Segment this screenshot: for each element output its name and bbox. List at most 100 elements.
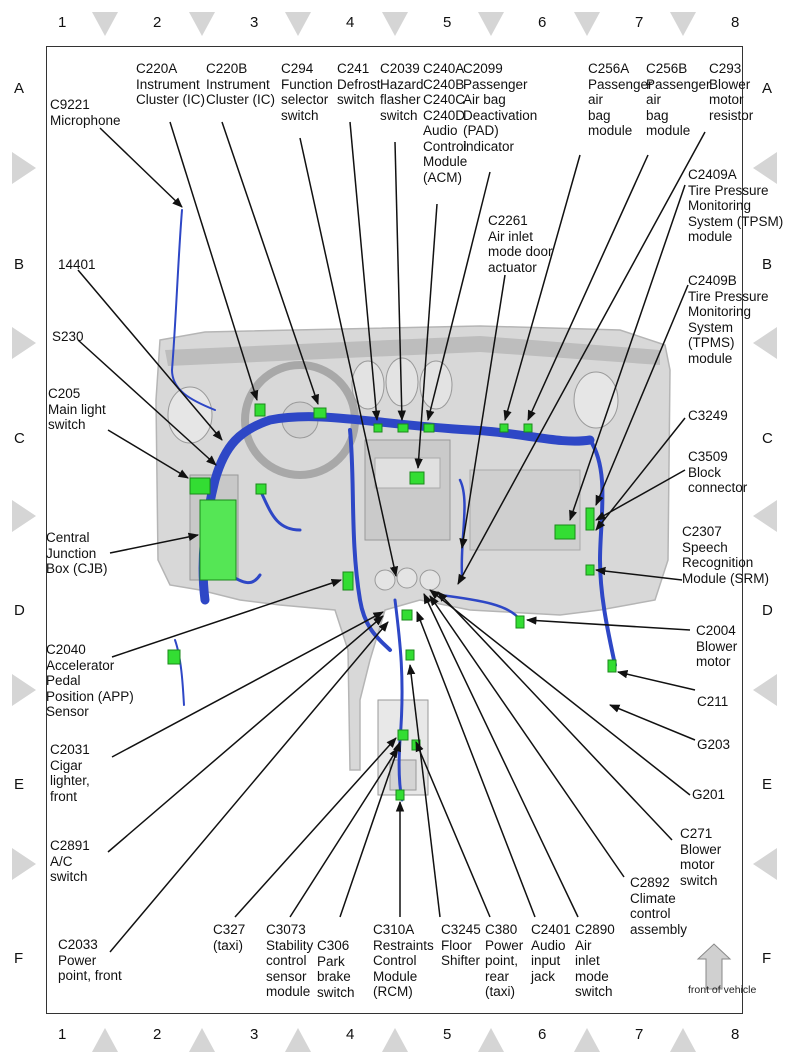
- front-of-vehicle-label: front of vehicle: [688, 984, 757, 996]
- bottom-marker-6: [574, 1028, 600, 1052]
- leader-c205: [107, 429, 189, 479]
- col-label-bottom-3: 3: [250, 1026, 259, 1043]
- console-run: [393, 598, 404, 802]
- leader-lines: [77, 121, 706, 953]
- top-marker-4: [382, 12, 408, 36]
- col-label-bottom-7: 7: [635, 1026, 644, 1043]
- top-marker-7: [670, 12, 696, 36]
- label-c380: C380 Power point, rear (taxi): [485, 922, 524, 999]
- left-marker-3: [12, 500, 36, 532]
- left-marker-4: [12, 674, 36, 706]
- label-c3073: C3073 Stability control sensor module: [266, 922, 314, 999]
- label-c3245: C3245 Floor Shifter: [441, 922, 481, 968]
- label-c310a: C310A Restraints Control Module (RCM): [373, 922, 434, 999]
- hvac-knob-3: [419, 569, 441, 591]
- left-drop: [174, 639, 185, 706]
- conn-c205: [189, 477, 211, 495]
- conn-c2004: [515, 615, 525, 629]
- conn-c3509: [585, 507, 595, 531]
- right-marker-5: [753, 848, 777, 880]
- col-label-top-6: 6: [538, 14, 547, 31]
- conn-c3249: [554, 524, 576, 540]
- label-c220b: C220B Instrument Cluster (IC): [206, 61, 276, 107]
- conn-c2307: [585, 564, 595, 576]
- label-c2890: C2890 Air inlet mode switch: [575, 922, 615, 999]
- label-c327: C327 (taxi): [213, 922, 246, 953]
- row-label-left-F: F: [14, 950, 24, 967]
- radio-face: [374, 457, 441, 489]
- label-c9221: C9221 Microphone: [50, 97, 121, 128]
- leader-c241: [349, 121, 381, 422]
- conn-stalk: [255, 483, 267, 495]
- leader-c3073: [289, 747, 399, 918]
- front-of-vehicle-arrow: [696, 943, 732, 990]
- diagram-border: [46, 46, 743, 1014]
- col-label-top-3: 3: [250, 14, 259, 31]
- gauge-1: [351, 360, 385, 410]
- label-c293: C293 Blower motor resistor: [709, 61, 754, 123]
- connectors: [167, 403, 617, 801]
- bottom-marker-5: [478, 1028, 504, 1052]
- col-label-bottom-1: 1: [58, 1026, 67, 1043]
- conn-c220b: [313, 407, 327, 419]
- bottom-marker-7: [670, 1028, 696, 1052]
- conn-c241: [373, 423, 383, 433]
- center-stack: [364, 439, 451, 541]
- leader-c256b: [527, 154, 649, 421]
- label-c2099: C2099 Passenger Air bag Deactivation (PA…: [463, 61, 538, 154]
- conn-c220a: [254, 403, 266, 417]
- label-c256b: C256B Passenger air bag module: [646, 61, 711, 138]
- conn-c2039: [397, 423, 409, 433]
- label-c294: C294 Function selector switch: [281, 61, 333, 123]
- conn-c3073: [397, 729, 409, 741]
- col-label-top-2: 2: [153, 14, 162, 31]
- leader-c293: [457, 131, 706, 585]
- label-c2031: C2031 Cigar lighter, front: [50, 742, 90, 804]
- label-c306: C306 Park brake switch: [317, 938, 355, 1000]
- label-c2040: C2040 Accelerator Pedal Position (APP) S…: [46, 642, 134, 719]
- row-label-right-E: E: [762, 776, 773, 793]
- label-c2004: C2004 Blower motor: [696, 623, 738, 669]
- leader-c2890: [423, 593, 579, 918]
- label-s230: S230: [52, 329, 84, 344]
- top-marker-5: [478, 12, 504, 36]
- col-label-bottom-2: 2: [153, 1026, 162, 1043]
- row-label-right-F: F: [762, 950, 772, 967]
- leader-g203: [609, 704, 696, 741]
- leader-c2307: [594, 566, 683, 581]
- top-marker-3: [285, 12, 311, 36]
- glovebox-run: [458, 478, 466, 577]
- col-label-bottom-8: 8: [731, 1026, 740, 1043]
- leader-c220b: [221, 121, 319, 405]
- leader-c2040: [111, 579, 342, 658]
- left-marker-5: [12, 848, 36, 880]
- row-label-right-B: B: [762, 256, 773, 273]
- col-label-top-1: 1: [58, 14, 67, 31]
- leader-14401: [77, 269, 223, 441]
- col-label-bottom-5: 5: [443, 1026, 452, 1043]
- leader-c2039: [394, 141, 406, 422]
- left-stalk-run: [258, 488, 302, 532]
- label-c3509: C3509 Block connector: [688, 449, 748, 495]
- leader-c2033: [109, 621, 389, 953]
- row-label-right-A: A: [762, 80, 773, 97]
- leader-g201: [429, 589, 691, 796]
- dash-top-ledge: [165, 336, 660, 366]
- row-label-right-C: C: [762, 430, 773, 447]
- row-label-right-D: D: [762, 602, 773, 619]
- hvac-knob-1: [374, 569, 396, 591]
- right-marker-1: [753, 152, 777, 184]
- col-label-top-5: 5: [443, 14, 452, 31]
- left-vent: [167, 386, 213, 444]
- col-label-bottom-6: 6: [538, 1026, 547, 1043]
- leader-c327: [234, 737, 397, 918]
- leader-c2892: [429, 595, 625, 878]
- leader-c271: [437, 591, 673, 841]
- label-c241: C241 Defrost switch: [337, 61, 381, 107]
- label-c2892: C2892 Climate control assembly: [630, 875, 688, 937]
- leader-c240: [414, 203, 438, 470]
- row-label-left-B: B: [14, 256, 25, 273]
- leader-s230: [77, 339, 217, 466]
- top-marker-6: [574, 12, 600, 36]
